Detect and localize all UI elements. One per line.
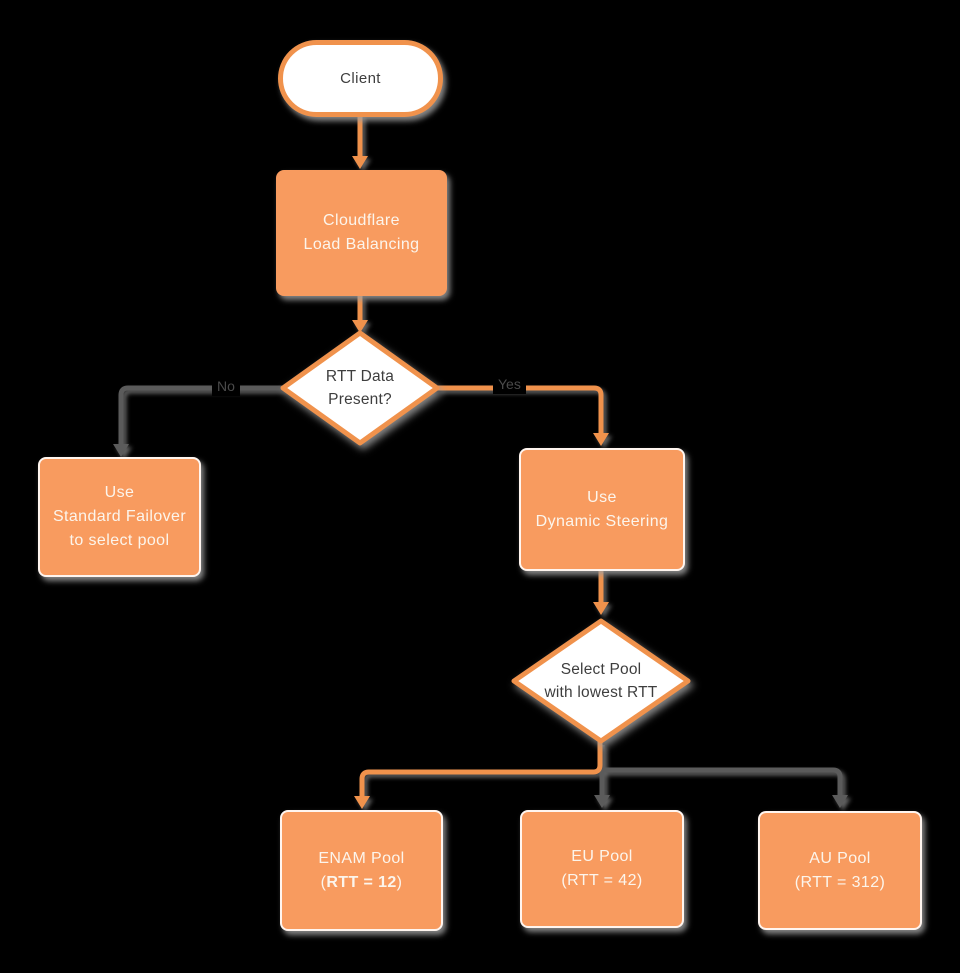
eu-pool-line2: (RTT = 42) [561,872,643,889]
select-pool-shape [511,618,691,744]
node-enam-pool: ENAM Pool (RTT = 12) [280,810,443,931]
arrowhead-failover [113,444,129,457]
arrowhead-au [832,795,848,808]
edge-label-no: No [212,376,240,396]
edge-decision-yes [437,385,604,433]
arrowhead-enam [354,796,370,809]
standard-failover-line2: Standard Failover [52,508,187,525]
au-pool-line2: (RTT = 312) [794,873,886,891]
node-eu-pool: EU Pool (RTT = 42) [520,810,684,928]
node-load-balancer: Cloudflare Load Balancing [276,170,447,296]
node-load-balancer-line2: Load Balancing [303,236,420,253]
arrowhead-lb [352,156,368,169]
enam-rtt-suffix: ) [396,873,403,891]
enam-pool-line1: ENAM Pool [318,849,405,867]
node-select-pool-label: Select Pool with lowest RTT [511,618,691,744]
enam-rtt-value: RTT = 12 [326,873,397,891]
node-client: Client [278,40,443,117]
edge-decision-no [118,385,285,444]
edge-label-yes: Yes [493,374,526,394]
eu-pool-line1: EU Pool [571,848,633,865]
arrowhead-dynamic [593,433,609,446]
edge-selectpool-to-au [602,767,843,795]
rtt-decision-line1: RTT Data [325,368,395,385]
node-rtt-decision-label: RTT Data Present? [280,330,440,446]
rtt-decision-shape [280,330,440,446]
standard-failover-line3: to select pool [69,532,170,549]
node-load-balancer-line1: Cloudflare [323,212,400,229]
node-dynamic-steering: Use Dynamic Steering [519,448,685,571]
dynamic-steering-line1: Use [587,488,617,506]
enam-rtt-prefix: ( [320,873,327,891]
node-select-pool: Select Pool with lowest RTT [511,618,691,744]
dynamic-steering-line2: Dynamic Steering [535,512,669,530]
enam-pool-line2: (RTT = 12) [321,871,403,895]
node-rtt-decision: RTT Data Present? [280,330,440,446]
arrowhead-selectpool [593,602,609,615]
standard-failover-line1: Use [104,484,135,501]
node-client-label: Client [340,70,381,87]
select-pool-line1: Select Pool [560,661,642,678]
select-pool-line2: with lowest RTT [544,684,658,701]
rtt-decision-line2: Present? [328,391,392,408]
arrowhead-decision [352,320,368,333]
node-au-pool: AU Pool (RTT = 312) [758,811,922,930]
node-standard-failover: Use Standard Failover to select pool [38,457,201,577]
edge-selectpool-to-enam [359,741,603,796]
arrowhead-eu [594,795,610,808]
au-pool-line1: AU Pool [809,849,871,867]
